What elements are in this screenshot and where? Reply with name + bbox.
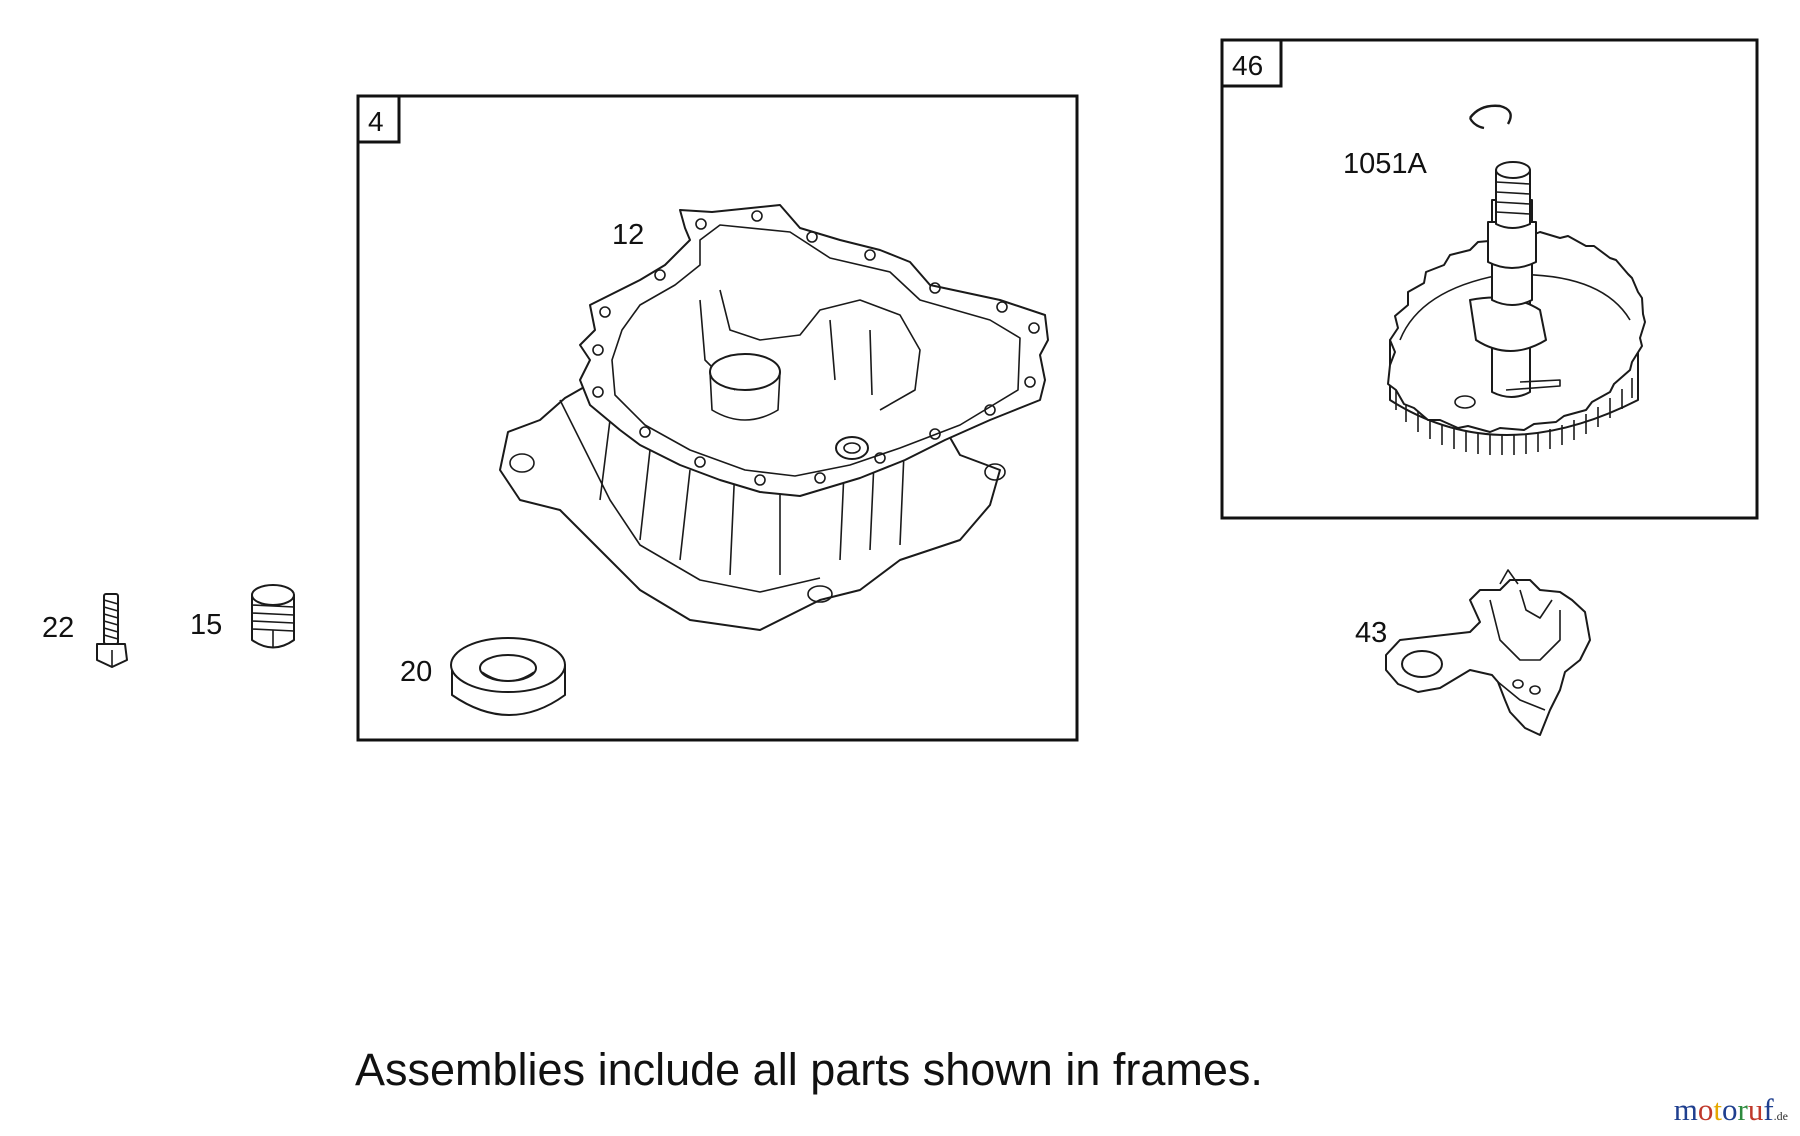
part-label-22: 22: [42, 612, 74, 644]
part-label-20: 20: [400, 656, 432, 688]
watermark-letter: o: [1697, 1092, 1714, 1127]
frame-46-tag: 46: [1232, 50, 1263, 81]
frame-4: 4: [356, 94, 1079, 742]
drain-plug-illustration: [251, 584, 295, 649]
frame-46: 46: [1220, 38, 1759, 520]
watermark-letter: o: [1722, 1092, 1738, 1127]
part-label-12: 12: [612, 219, 644, 251]
bolt-illustration: [96, 593, 128, 668]
footer-note: Assemblies include all parts shown in fr…: [355, 1044, 1263, 1095]
frame-46-tag-box: [1220, 38, 1283, 88]
part-label-15: 15: [190, 609, 222, 641]
part-label-1051a: 1051A: [1343, 148, 1428, 180]
oil-seal-illustration: [450, 637, 566, 716]
watermark-letter: t: [1713, 1092, 1723, 1127]
watermark-logo: motoruf.de: [1674, 1092, 1788, 1128]
retaining-ring-illustration: [1468, 104, 1512, 130]
camshaft-gear-illustration: [1387, 161, 1646, 455]
watermark-tld: .de: [1773, 1109, 1788, 1123]
frame-4-tag: 4: [368, 106, 384, 137]
watermark-letter: f: [1763, 1092, 1774, 1127]
frame-4-border: [356, 94, 1079, 742]
frame-4-tag-box: [356, 94, 401, 144]
sump-cover-illustration: [499, 204, 1049, 631]
part-label-43: 43: [1355, 617, 1387, 649]
watermark-brand: motoruf: [1674, 1092, 1774, 1127]
frame-46-border: [1220, 38, 1759, 520]
watermark-letter: m: [1673, 1092, 1698, 1127]
watermark-letter: r: [1737, 1092, 1748, 1127]
watermark-letter: u: [1747, 1092, 1764, 1127]
governor-bracket-illustration: [1385, 569, 1591, 736]
